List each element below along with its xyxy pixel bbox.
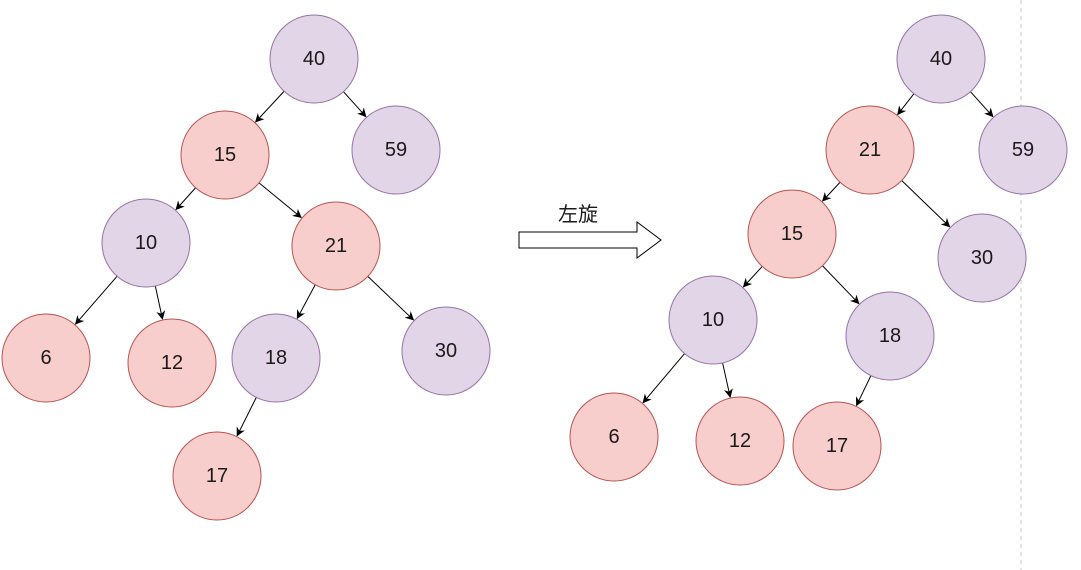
node-label: 30 xyxy=(435,340,457,362)
node-circle xyxy=(937,213,1027,303)
tree-node-before-10: 10 xyxy=(101,198,191,288)
node-label: 12 xyxy=(161,352,183,374)
node-label: 6 xyxy=(608,426,619,448)
nodes-layer: 40 15 59 10 21 6 12 18 30 17 40 21 59 15 30 10 18 6 12 17 xyxy=(1,14,1068,521)
node-circle xyxy=(792,401,882,491)
tree-node-after-21: 21 xyxy=(825,105,915,195)
node-label: 59 xyxy=(385,139,407,161)
tree-edge-after-21-15 xyxy=(822,181,841,202)
tree-node-before-15: 15 xyxy=(180,110,270,200)
node-circle xyxy=(569,392,659,482)
node-circle xyxy=(978,105,1068,195)
node-label: 12 xyxy=(729,430,751,452)
tree-edge-before-15-10 xyxy=(175,187,196,211)
node-circle xyxy=(269,14,359,104)
node-label: 10 xyxy=(135,232,157,254)
tree-edge-after-10-6 xyxy=(642,353,685,404)
node-label: 59 xyxy=(1012,139,1034,161)
tree-edge-before-15-21 xyxy=(258,182,302,219)
tree-node-after-30: 30 xyxy=(937,213,1027,303)
tree-edge-before-21-30 xyxy=(367,276,415,321)
tree-edge-after-40-59 xyxy=(970,91,994,118)
node-label: 17 xyxy=(206,465,228,487)
right-arrow-icon xyxy=(518,221,662,259)
node-circle xyxy=(1,313,91,403)
node-label: 17 xyxy=(826,435,848,457)
node-label: 18 xyxy=(265,347,287,369)
tree-edge-before-10-6 xyxy=(74,275,118,325)
tree-node-after-40: 40 xyxy=(896,14,986,104)
tree-node-before-6: 6 xyxy=(1,313,91,403)
node-label: 40 xyxy=(303,48,325,70)
node-circle xyxy=(825,105,915,195)
tree-node-before-17: 17 xyxy=(172,431,262,521)
tree-edge-after-15-18 xyxy=(822,265,860,305)
tree-node-before-59: 59 xyxy=(351,105,441,195)
node-circle xyxy=(127,318,217,408)
tree-node-before-30: 30 xyxy=(401,306,491,396)
node-label: 40 xyxy=(930,48,952,70)
node-label: 10 xyxy=(702,309,724,331)
node-circle xyxy=(101,198,191,288)
node-circle xyxy=(695,396,785,486)
tree-edge-after-40-21 xyxy=(897,93,915,116)
tree-node-after-10: 10 xyxy=(668,275,758,365)
node-circle xyxy=(172,431,262,521)
node-circle xyxy=(401,306,491,396)
rotation-operation: 左旋 xyxy=(518,202,662,259)
tree-edge-before-21-18 xyxy=(296,284,316,320)
tree-edge-before-18-17 xyxy=(236,397,257,437)
tree-node-after-17: 17 xyxy=(792,401,882,491)
tree-node-after-6: 6 xyxy=(569,392,659,482)
node-label: 21 xyxy=(859,139,881,161)
tree-node-after-59: 59 xyxy=(978,105,1068,195)
tree-node-before-12: 12 xyxy=(127,318,217,408)
node-circle xyxy=(747,189,837,279)
node-circle xyxy=(231,313,321,403)
node-circle xyxy=(668,275,758,365)
tree-edge-after-10-12 xyxy=(722,362,733,398)
node-circle xyxy=(896,14,986,104)
tree-node-before-40: 40 xyxy=(269,14,359,104)
tree-node-after-18: 18 xyxy=(845,291,935,381)
node-label: 15 xyxy=(214,144,236,166)
tree-edge-before-40-59 xyxy=(343,91,367,118)
node-circle xyxy=(180,110,270,200)
node-circle xyxy=(351,105,441,195)
tree-node-after-12: 12 xyxy=(695,396,785,486)
tree-edge-after-15-10 xyxy=(742,266,763,288)
node-label: 15 xyxy=(781,223,803,245)
node-label: 30 xyxy=(971,247,993,269)
node-circle xyxy=(291,201,381,291)
node-label: 6 xyxy=(40,347,51,369)
tree-edge-after-21-30 xyxy=(901,180,951,228)
edges-layer xyxy=(74,90,994,437)
tree-edge-after-18-17 xyxy=(855,375,872,407)
operation-label: 左旋 xyxy=(558,202,598,226)
tree-edge-before-40-15 xyxy=(254,90,285,123)
tree-edge-before-10-12 xyxy=(154,285,166,320)
tree-node-before-18: 18 xyxy=(231,313,321,403)
tree-node-before-21: 21 xyxy=(291,201,381,291)
tree-node-after-15: 15 xyxy=(747,189,837,279)
node-label: 21 xyxy=(325,235,347,257)
node-circle xyxy=(845,291,935,381)
node-label: 18 xyxy=(879,325,901,347)
